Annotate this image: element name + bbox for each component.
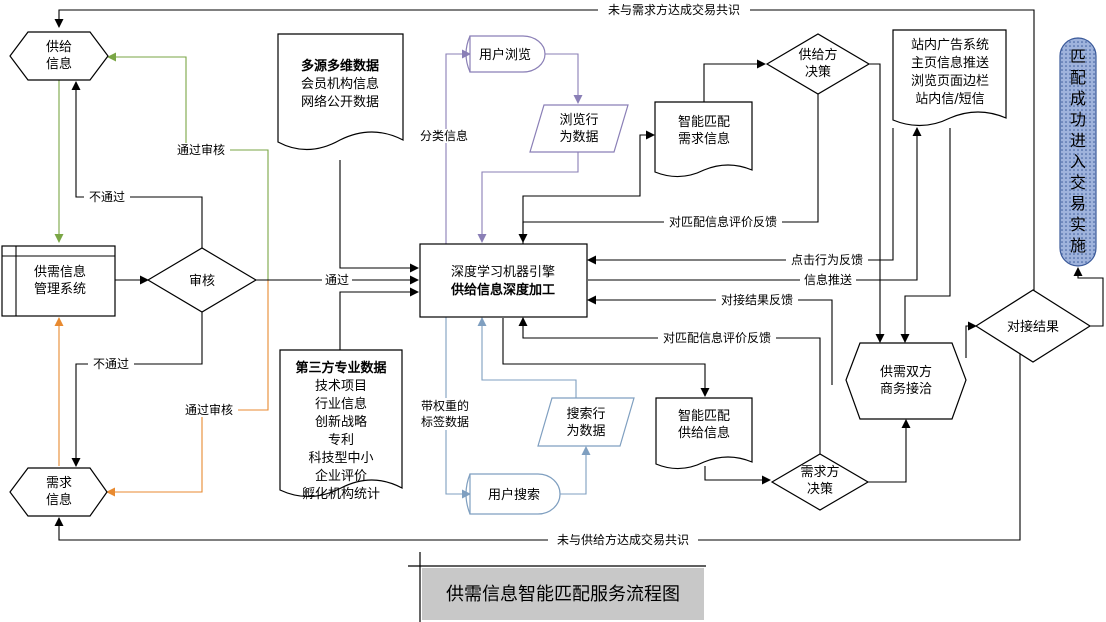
edge-engine-to-smartsupply	[502, 318, 710, 397]
edge-negotiation-to-result	[965, 321, 977, 358]
label-fail-top: 不通过	[89, 190, 125, 204]
node-smart-demand-label: 智能匹配需求信息	[678, 115, 730, 147]
edge-labels: 未与需求方达成交易共识 未与供给方达成交易共识 通过审核 通过审核 不通过 不通…	[84, 2, 868, 547]
edge-smartsupply-to-demander	[704, 466, 771, 485]
node-negotiation: 供需双方商务接洽	[845, 342, 967, 420]
node-user-browse-label: 用户浏览	[479, 47, 531, 63]
edge-searchdata-to-engine	[477, 317, 577, 398]
node-user-search: 用户搜索	[465, 473, 561, 515]
edge-no-deal-supply	[54, 340, 1021, 541]
node-engine: 深度学习机器引擎 供给信息深度加工	[419, 243, 588, 318]
diagram-title: 供需信息智能匹配服务流程图	[408, 552, 706, 622]
edge-browse-to-data	[545, 53, 583, 104]
edge-pass-review-supply	[107, 52, 269, 281]
edge-ad-to-negotiation	[900, 128, 951, 343]
node-smart-supply: 智能匹配供给信息	[655, 397, 753, 470]
node-negotiation-label: 供需双方商务接洽	[880, 364, 932, 397]
label-no-deal-demand: 未与需求方达成交易共识	[608, 2, 740, 17]
node-ad-system-label: 站内广告系统主页信息推送浏览页面边栏站内信/短信	[911, 37, 989, 107]
edge-audit-fail-top	[71, 81, 203, 248]
node-supply-info-label: 供给信息	[46, 40, 72, 72]
edge-smartdemand-to-supplier	[703, 59, 766, 102]
node-smart-demand: 智能匹配需求信息	[654, 101, 753, 178]
edge-info-push	[588, 127, 922, 281]
node-supply-info: 供给信息	[9, 31, 109, 81]
node-multi-source: 多源多维数据会员机构信息网络公开数据	[277, 33, 404, 151]
node-docking-result: 对接结果	[974, 289, 1092, 363]
node-supplier-decision-label: 供给方决策	[798, 47, 837, 80]
node-engine-line1: 深度学习机器引擎	[451, 264, 555, 280]
label-pass-review-top: 通过审核	[177, 142, 225, 157]
label-pass: 通过	[325, 273, 349, 287]
label-info-push: 信息推送	[804, 272, 852, 287]
label-docking-feedback: 对接结果反馈	[721, 292, 793, 307]
node-ad-system: 站内广告系统主页信息推送浏览页面边栏站内信/短信	[892, 29, 1007, 127]
node-mgmt-system-label: 供需信息管理系统	[34, 264, 86, 297]
node-demander-decision-label: 需求方决策	[800, 464, 839, 497]
edge-search-to-data	[560, 446, 591, 495]
title-text: 供需信息智能匹配服务流程图	[446, 584, 680, 605]
node-engine-line2: 供给信息深度加工	[450, 282, 555, 298]
connectors	[54, 9, 1104, 541]
node-demand-info-label: 需求信息	[46, 476, 72, 508]
node-search-data: 搜索行为数据	[537, 397, 635, 447]
edge-docking-feedback	[587, 295, 833, 385]
edge-browsedata-to-engine	[477, 152, 579, 243]
edge-result-to-success	[1073, 267, 1104, 327]
edge-audit-fail-bottom	[71, 312, 203, 467]
node-browse-data: 浏览行为数据	[529, 104, 629, 153]
node-multi-source-label: 多源多维数据会员机构信息网络公开数据	[301, 58, 379, 110]
edge-thirdparty-to-engine	[339, 287, 419, 350]
node-audit: 审核	[146, 247, 258, 313]
label-weighted-tags: 带权重的标签数据	[421, 398, 469, 429]
node-success: 匹配成功进入交易实施	[1059, 37, 1097, 267]
edge-pass-review-demand	[106, 279, 269, 497]
label-fail-bottom: 不通过	[93, 357, 129, 371]
edge-demander-to-negotiation	[868, 419, 911, 483]
node-search-data-label: 搜索行为数据	[566, 407, 605, 439]
edge-no-deal-demand	[54, 9, 1035, 320]
node-supplier-decision: 供给方决策	[765, 33, 871, 95]
label-feedback-bottom: 对匹配信息评价反馈	[663, 330, 771, 345]
edge-engine-to-smartdemand	[522, 130, 655, 244]
node-user-browse: 用户浏览	[465, 35, 546, 73]
node-smart-supply-label: 智能匹配供给信息	[678, 409, 730, 441]
edge-click-feedback	[587, 128, 894, 265]
edge-engine-to-browse	[445, 49, 471, 244]
node-user-search-label: 用户搜索	[488, 487, 540, 503]
label-no-deal-supply: 未与供给方达成交易共识	[557, 532, 689, 547]
node-third-party: 第三方专业数据技术项目行业信息创新战略专利科技型中小企业评价孵化机构统计	[279, 349, 403, 502]
edge-supplier-to-negotiation	[868, 63, 885, 343]
edge-engine-to-search	[445, 316, 471, 499]
node-mgmt-system: 供需信息管理系统	[1, 245, 116, 317]
node-audit-label: 审核	[189, 274, 215, 289]
label-pass-review-bottom: 通过审核	[185, 402, 233, 417]
label-click-feedback: 点击行为反馈	[791, 253, 863, 267]
label-classify-info: 分类信息	[420, 128, 468, 143]
node-demander-decision: 需求方决策	[770, 453, 870, 511]
node-docking-result-label: 对接结果	[1007, 319, 1059, 335]
node-success-label: 匹配成功进入交易实施	[1070, 47, 1086, 255]
edge-multisource-to-engine	[339, 160, 419, 273]
node-third-party-label: 第三方专业数据技术项目行业信息创新战略专利科技型中小企业评价孵化机构统计	[295, 360, 386, 502]
label-feedback-top: 对匹配信息评价反馈	[669, 214, 777, 229]
node-demand-info: 需求信息	[9, 467, 108, 517]
node-browse-data-label: 浏览行为数据	[559, 112, 598, 145]
